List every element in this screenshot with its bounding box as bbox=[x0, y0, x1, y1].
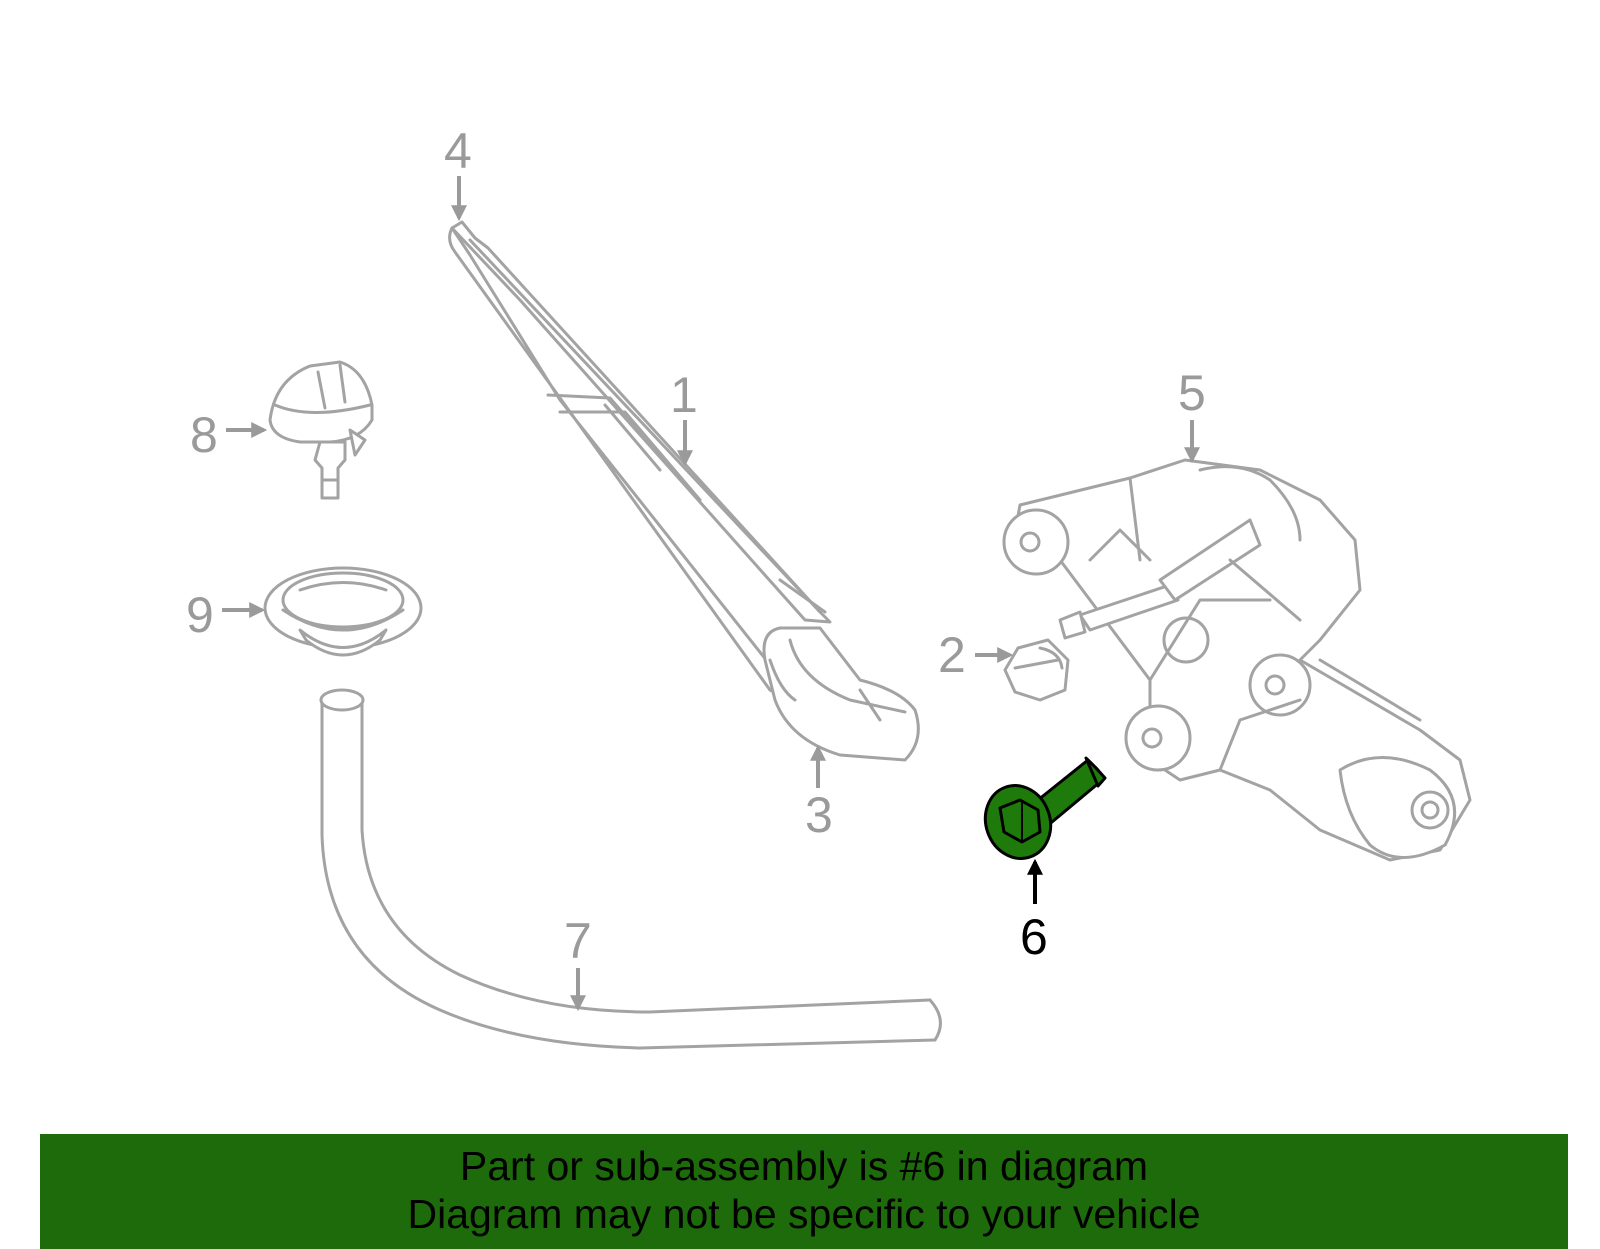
callout-4: 4 bbox=[444, 123, 472, 179]
caption-bar: Part or sub-assembly is #6 in diagram Di… bbox=[40, 1134, 1568, 1249]
callout-7: 7 bbox=[564, 913, 592, 969]
wiper-motor-part bbox=[1002, 458, 1472, 862]
caption-line-2: Diagram may not be specific to your vehi… bbox=[407, 1191, 1201, 1237]
washer-nozzle-part bbox=[268, 360, 374, 500]
caption-line-1: Part or sub-assembly is #6 in diagram bbox=[459, 1143, 1149, 1189]
grommet-part bbox=[263, 566, 423, 657]
callout-1: 1 bbox=[670, 367, 698, 423]
callout-9: 9 bbox=[186, 587, 214, 643]
nut-part bbox=[1003, 638, 1070, 702]
wiper-blade-cap-part bbox=[762, 626, 920, 762]
callout-6: 6 bbox=[1020, 909, 1048, 965]
wiper-arm-part bbox=[448, 220, 832, 702]
callout-2: 2 bbox=[938, 627, 966, 683]
bolt-part-highlighted bbox=[983, 756, 1107, 860]
callout-8: 8 bbox=[190, 407, 218, 463]
callout-5: 5 bbox=[1178, 365, 1206, 421]
washer-hose-part bbox=[319, 688, 942, 1050]
callout-3: 3 bbox=[805, 787, 833, 843]
